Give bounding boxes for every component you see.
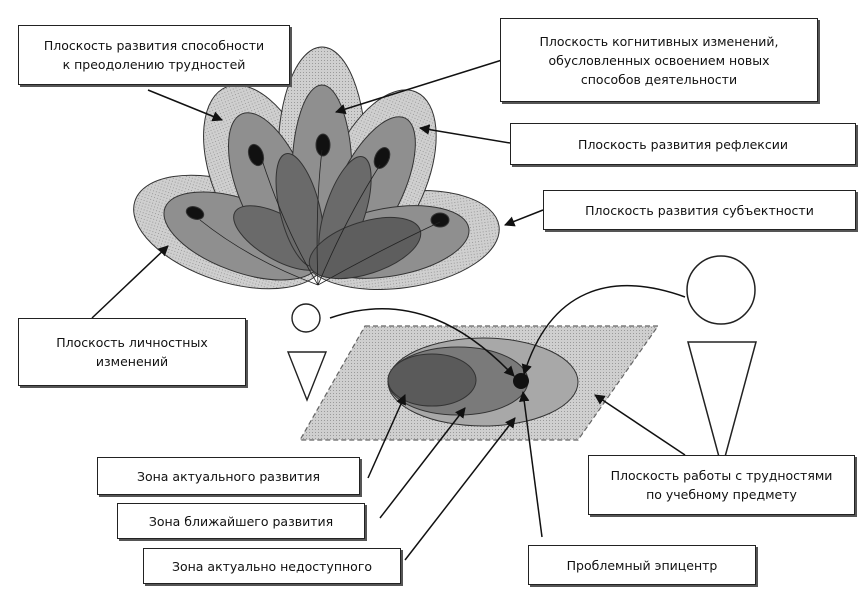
flower: [119, 47, 505, 310]
arrow-subjectness: [505, 210, 543, 225]
label-personal: Плоскость личностных изменений: [18, 318, 246, 386]
actual-zone: [388, 354, 476, 406]
person-right-body: [688, 342, 756, 468]
label-inaccessible-zone: Зона актуально недоступного: [143, 548, 401, 584]
label-personal-line-1: Плоскость личностных: [56, 333, 208, 352]
label-reflection-text: Плоскость развития рефлексии: [578, 135, 788, 154]
label-cognitive-line-3: способов деятельности: [581, 70, 737, 89]
label-difficulties-line-2: по учебному предмету: [646, 485, 797, 504]
petal-spot: [316, 134, 330, 156]
label-difficulties-line-1: Плоскость работы с трудностями: [611, 466, 833, 485]
label-epicenter-text: Проблемный эпицентр: [567, 556, 718, 575]
label-coping-line-1: Плоскость развития способности: [44, 36, 264, 55]
label-actual-zone: Зона актуального развития: [97, 457, 360, 495]
person-left-head: [292, 304, 320, 332]
label-inaccessible-zone-text: Зона актуально недоступного: [172, 557, 372, 576]
label-coping-line-2: к преодолению трудностей: [63, 55, 246, 74]
label-subjectness-text: Плоскость развития субъектности: [585, 201, 814, 220]
label-cognitive-line-1: Плоскость когнитивных изменений,: [540, 32, 779, 51]
label-actual-zone-text: Зона актуального развития: [137, 467, 320, 486]
epicenter-spot: [513, 373, 529, 389]
arrow-personal: [92, 246, 168, 318]
label-reflection: Плоскость развития рефлексии: [510, 123, 856, 165]
label-proximal-zone: Зона ближайшего развития: [117, 503, 365, 539]
label-personal-line-2: изменений: [96, 352, 168, 371]
person-right: [687, 256, 756, 468]
label-difficulties-plane: Плоскость работы с трудностями по учебно…: [588, 455, 855, 515]
person-right-head: [687, 256, 755, 324]
label-subjectness: Плоскость развития субъектности: [543, 190, 856, 230]
label-cognitive-line-2: обусловленных освоением новых: [549, 51, 770, 70]
person-left: [288, 304, 326, 400]
label-epicenter: Проблемный эпицентр: [528, 545, 756, 585]
label-cognitive: Плоскость когнитивных изменений, обуслов…: [500, 18, 818, 102]
label-proximal-zone-text: Зона ближайшего развития: [149, 512, 333, 531]
arrow-difficulties: [595, 395, 685, 455]
label-coping: Плоскость развития способности к преодол…: [18, 25, 290, 85]
person-left-body: [288, 352, 326, 400]
